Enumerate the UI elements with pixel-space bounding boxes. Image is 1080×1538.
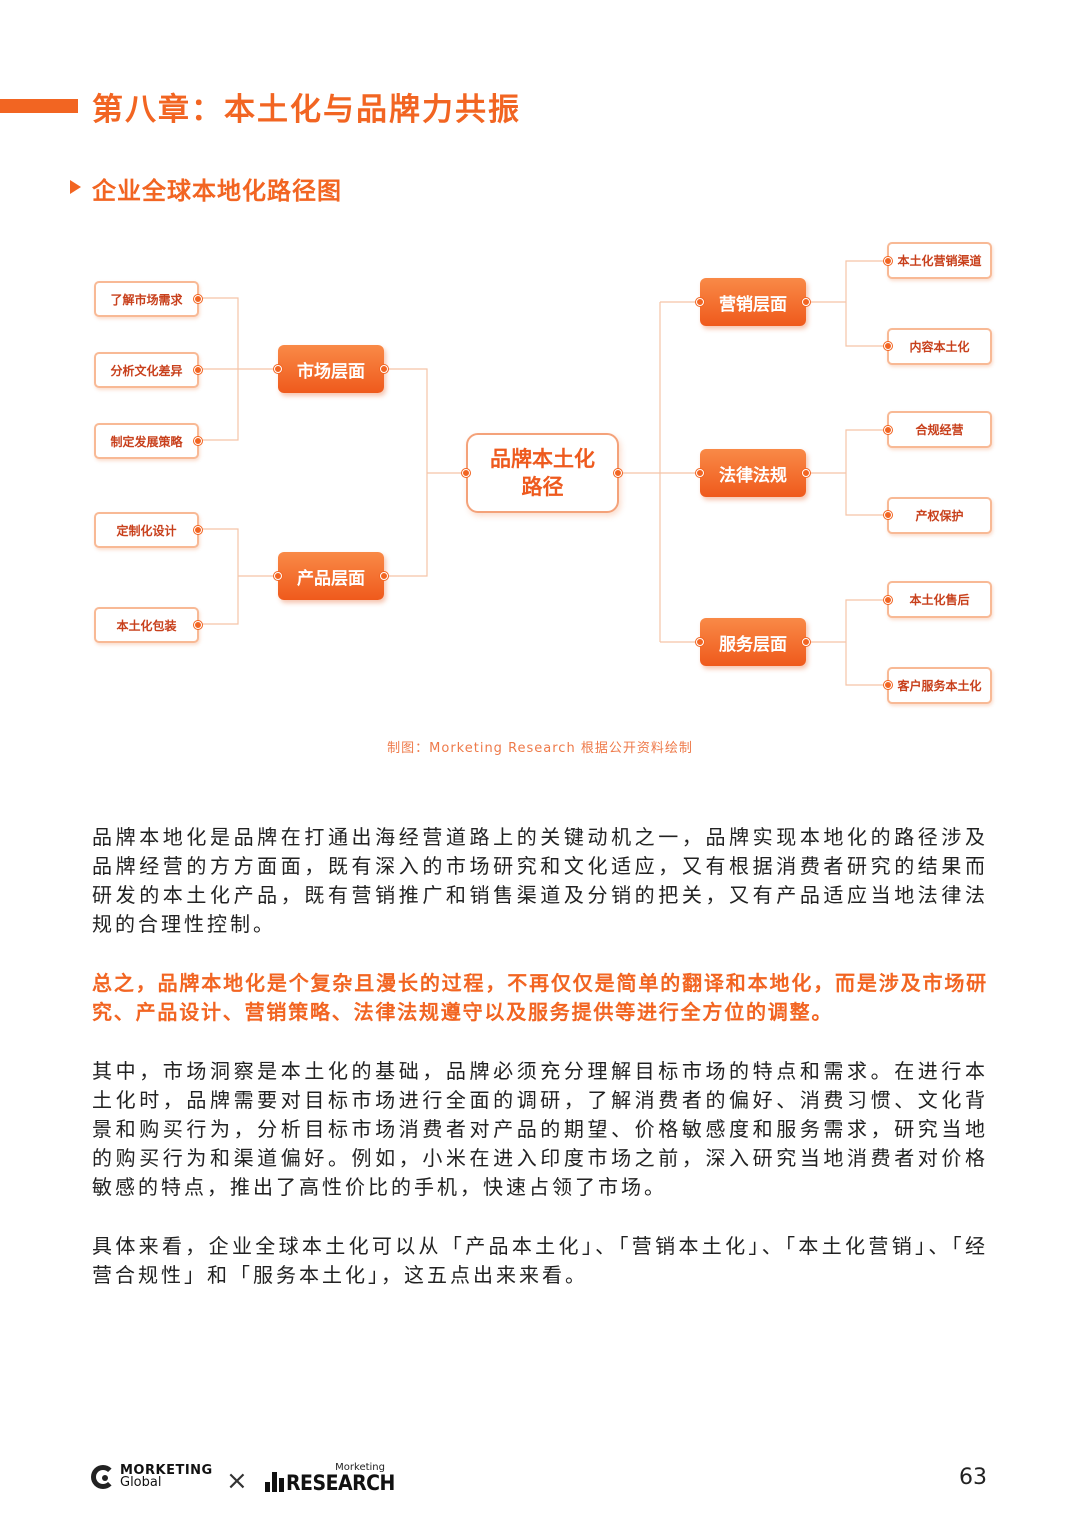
diagram-connectors xyxy=(198,260,888,686)
connector-dot xyxy=(884,681,892,689)
connector-dot xyxy=(696,469,704,477)
leaf-develop-strategy: 制定发展策略 xyxy=(94,423,199,459)
localization-path-diagram: 了解市场需求 分析文化差异 制定发展策略 定制化设计 本土化包装 市场层面 产品… xyxy=(0,230,1080,710)
connector-dot xyxy=(614,469,622,477)
node-service-level: 服务层面 xyxy=(700,618,806,666)
logo2-small-text: Morketing xyxy=(335,1462,385,1473)
connector-dot xyxy=(802,638,810,646)
chapter-accent-bar xyxy=(0,99,78,113)
logo1-line2: Global xyxy=(120,1475,162,1490)
diagram-caption: 制图：Morketing Research 根据公开资料绘制 xyxy=(387,741,693,756)
connector-right-bracket xyxy=(618,301,700,643)
collaboration-x-icon: × xyxy=(226,1466,248,1496)
connector-left-bracket xyxy=(384,368,467,577)
connector-dot xyxy=(802,298,810,306)
connector-dot xyxy=(884,596,892,604)
connector-dot xyxy=(194,526,202,534)
connector-market-leaves xyxy=(198,297,278,441)
center-line-2: 路径 xyxy=(521,475,564,499)
leaf-understand-market-needs: 了解市场需求 xyxy=(94,281,199,317)
section-title: 企业全球本地化路径图 xyxy=(92,177,342,205)
connector-dot xyxy=(194,295,202,303)
connector-dot xyxy=(380,365,388,373)
connector-dot xyxy=(696,298,704,306)
connector-dot xyxy=(884,511,892,519)
leaf-local-packaging: 本土化包装 xyxy=(94,607,199,643)
connector-dot xyxy=(884,426,892,434)
connector-dot xyxy=(274,365,282,373)
section-arrow-icon xyxy=(70,180,81,194)
morketing-g-icon xyxy=(91,1465,115,1489)
paragraph-1: 品牌本地化是品牌在打通出海经营道路上的关键动机之一，品牌实现本地化的路径涉及品牌… xyxy=(92,825,988,936)
leaf-local-after-sales: 本土化售后 xyxy=(887,581,992,618)
connector-marketing-leaves xyxy=(806,260,888,347)
connector-dot xyxy=(884,342,892,350)
node-legal-level: 法律法规 xyxy=(700,449,806,497)
connector-dot xyxy=(462,469,470,477)
leaf-customer-service-localization: 客户服务本土化 xyxy=(887,667,992,704)
connector-dot xyxy=(274,572,282,580)
connector-dot xyxy=(194,366,202,374)
connector-dot xyxy=(380,572,388,580)
connector-dot xyxy=(696,638,704,646)
logo2-big-text: RESEARCH xyxy=(286,1471,395,1495)
page-number: 63 xyxy=(959,1465,987,1490)
paragraph-3: 其中，市场洞察是本土化的基础，品牌必须充分理解目标市场的特点和需求。在进行本土化… xyxy=(92,1059,988,1199)
leaf-content-localization: 内容本土化 xyxy=(887,328,992,365)
leaf-compliant-operation: 合规经营 xyxy=(887,411,992,448)
node-market-level: 市场层面 xyxy=(278,345,384,393)
bars-icon xyxy=(264,1472,284,1492)
morketing-global-logo: MORKETING Global xyxy=(91,1463,213,1490)
node-marketing-level: 营销层面 xyxy=(700,278,806,326)
connector-dot xyxy=(194,437,202,445)
connector-service-leaves xyxy=(806,599,888,686)
paragraph-2-highlight: 总之，品牌本地化是个复杂且漫长的过程，不再仅仅是简单的翻译和本地化，而是涉及市场… xyxy=(92,971,988,1024)
logo1-line1: MORKETING xyxy=(120,1463,213,1478)
node-brand-localization-path: 品牌本土化 路径 xyxy=(466,433,619,513)
connector-dot xyxy=(802,469,810,477)
node-product-level: 产品层面 xyxy=(278,552,384,600)
chapter-title: 第八章：本土化与品牌力共振 xyxy=(92,92,521,128)
connector-dot xyxy=(884,257,892,265)
leaf-analyze-cultural-differences: 分析文化差异 xyxy=(94,352,199,388)
paragraph-4: 具体来看，企业全球本土化可以从「产品本土化」、「营销本土化」、「本土化营销」、「… xyxy=(92,1234,988,1287)
leaf-ip-protection: 产权保护 xyxy=(887,497,992,534)
connector-dot xyxy=(194,621,202,629)
connector-legal-leaves xyxy=(806,429,888,516)
center-line-1: 品牌本土化 xyxy=(490,447,595,471)
morketing-research-logo: Morketing RESEARCH xyxy=(264,1462,395,1496)
leaf-custom-design: 定制化设计 xyxy=(94,512,199,548)
leaf-local-marketing-channels: 本土化营销渠道 xyxy=(887,242,992,279)
connector-product-leaves xyxy=(198,528,278,625)
